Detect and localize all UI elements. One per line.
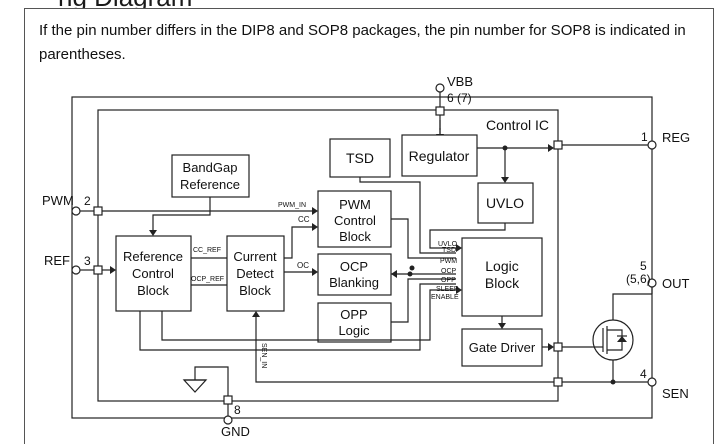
svg-text:Logic: Logic — [485, 258, 518, 274]
svg-text:OCP: OCP — [340, 259, 368, 274]
package-note: If the pin number differs in the DIP8 an… — [39, 22, 686, 63]
pin-vbb-pad — [435, 106, 445, 116]
figure-frame — [24, 8, 714, 444]
svg-text:TSD: TSD — [346, 150, 374, 166]
current-detect-block: Current Detect Block — [226, 235, 285, 312]
pin-sen-terminal — [647, 377, 657, 387]
signal-pwm-in: PWM_IN — [278, 202, 306, 209]
svg-text:Control: Control — [132, 266, 174, 281]
regulator-block: Regulator — [401, 134, 478, 177]
pin-out-number: 5 — [640, 259, 647, 273]
package-outline — [71, 96, 653, 419]
logic-block: Logic Block — [461, 237, 543, 317]
svg-text:TSD: TSD — [442, 247, 456, 254]
signal-cc-ref: CC_REF — [193, 247, 221, 254]
pin-out-sop8-number: (5,6) — [626, 272, 651, 286]
gate-driver-block: Gate Driver — [461, 328, 543, 367]
svg-text:Logic: Logic — [338, 323, 370, 338]
svg-text:Control: Control — [334, 213, 376, 228]
signal-ocp-ref: OCP_REF — [191, 276, 224, 283]
page-heading-strip: ng Diagram — [0, 0, 726, 8]
svg-text:PWM: PWM — [440, 258, 457, 265]
svg-text:Detect: Detect — [236, 266, 274, 281]
pin-pwm-pad — [93, 206, 103, 216]
pwm-control-block: PWM Control Block — [317, 190, 392, 248]
pin-reg-name: REG — [662, 130, 690, 145]
pin-reg-number: 1 — [641, 130, 648, 144]
control-ic-label: Control IC — [486, 117, 549, 133]
pin-out-name: OUT — [662, 276, 690, 291]
svg-text:OPP: OPP — [340, 307, 367, 322]
reference-control-block: Reference Control Block — [115, 235, 192, 312]
pin-ref-name: REF — [44, 253, 70, 268]
tsd-block: TSD — [329, 138, 391, 178]
ocp-blanking-block: OCP Blanking — [317, 253, 392, 296]
page-heading: ng Diagram — [58, 0, 192, 8]
pin-gnd-number: 8 — [234, 403, 241, 417]
svg-text:OCP: OCP — [441, 268, 457, 275]
svg-text:Block: Block — [485, 275, 520, 291]
uvlo-block: UVLO — [477, 182, 534, 224]
pin-ref-terminal — [71, 265, 81, 275]
pin-vbb-name: VBB — [447, 74, 473, 89]
svg-text:ENABLE: ENABLE — [431, 294, 459, 301]
gate-pad — [553, 342, 563, 352]
svg-text:Gate Driver: Gate Driver — [469, 340, 536, 355]
bandgap-reference-block: BandGap Reference — [171, 154, 250, 198]
control-ic-outline — [97, 109, 559, 402]
svg-text:UVLO: UVLO — [438, 241, 458, 248]
svg-text:Blanking: Blanking — [329, 275, 379, 290]
svg-text:Reference: Reference — [180, 177, 240, 192]
pin-ref-number: 3 — [84, 254, 91, 268]
pin-gnd-name: GND — [221, 424, 250, 439]
svg-text:PWM: PWM — [339, 197, 371, 212]
pin-sen-pad — [553, 377, 563, 387]
logic-input-labels: UVLO TSD PWM OCP OPP SLEEP ENABLE — [431, 241, 459, 301]
pin-gnd-pad — [223, 395, 233, 405]
svg-text:UVLO: UVLO — [486, 195, 524, 211]
ground-symbol-icon — [182, 379, 208, 393]
pin-sen-number: 4 — [640, 367, 647, 381]
svg-text:SLEEP: SLEEP — [436, 286, 459, 293]
svg-text:Block: Block — [239, 283, 271, 298]
pin-pwm-name: PWM — [42, 193, 74, 208]
svg-text:Current: Current — [233, 249, 277, 264]
pin-pwm-number: 2 — [84, 194, 91, 208]
svg-text:Block: Block — [339, 229, 371, 244]
svg-text:OPP: OPP — [441, 277, 456, 284]
signal-oc: OC — [297, 261, 309, 270]
signal-sen-in: SEN_IN — [260, 343, 267, 368]
pin-pwm-terminal — [71, 206, 81, 216]
pin-reg-terminal — [647, 140, 657, 150]
pin-vbb-terminal — [435, 83, 445, 93]
power-mosfet-icon — [592, 319, 634, 361]
signal-cc: CC — [298, 215, 310, 224]
pin-sen-name: SEN — [662, 386, 689, 401]
opp-logic-block: OPP Logic — [317, 302, 392, 343]
pin-reg-pad — [553, 140, 563, 150]
svg-text:Block: Block — [137, 283, 169, 298]
pin-ref-pad — [93, 265, 103, 275]
svg-text:BandGap: BandGap — [183, 160, 238, 175]
svg-text:Regulator: Regulator — [409, 148, 470, 164]
svg-text:Reference: Reference — [123, 249, 183, 264]
pin-gnd-terminal — [223, 415, 233, 425]
pin-vbb-number: 6 (7) — [447, 91, 472, 105]
